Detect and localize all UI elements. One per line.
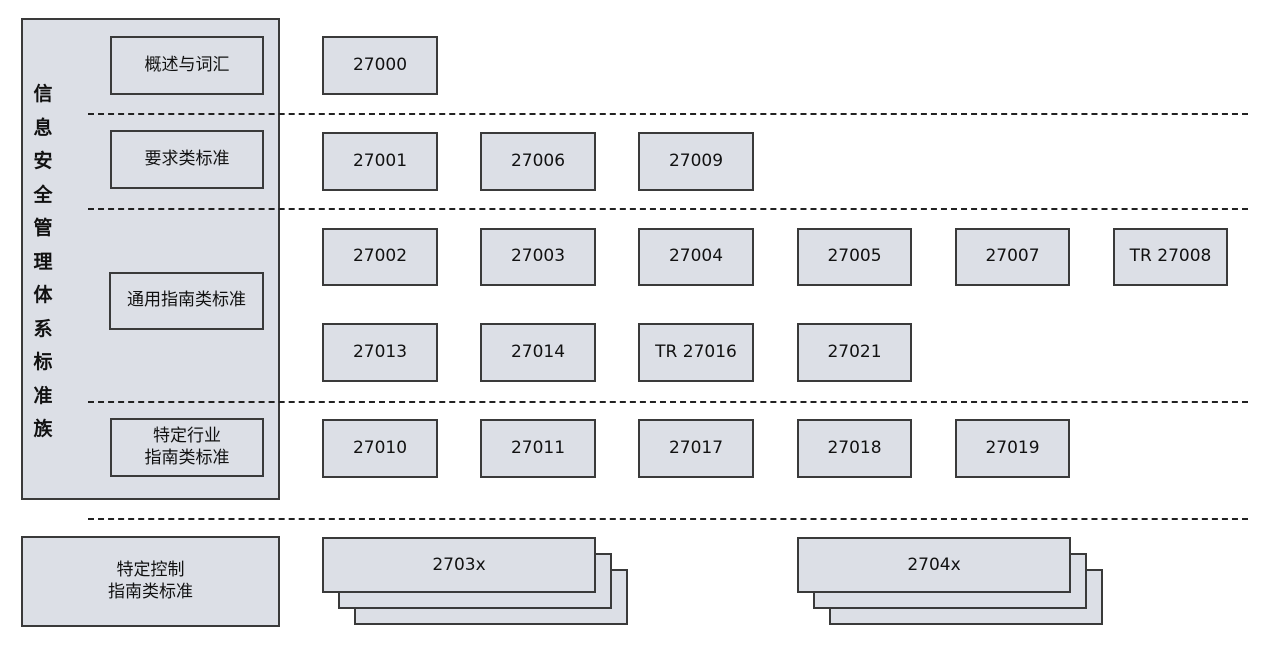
standard-label: 27007 [985,246,1040,267]
category-sector: 特定行业 指南类标准 [110,418,264,477]
family-title-char: 安 [33,150,53,172]
family-title-char: 全 [33,183,53,206]
standard-label: 27009 [668,150,724,171]
standard-label: 27019 [985,437,1040,458]
standard-label: 27018 [827,437,882,458]
category-overview: 概述与词汇 [110,36,264,95]
standard-box: 2703x [322,537,596,593]
category-requirements-label: 要求类标准 [144,148,230,169]
category-control-line1: 特定控制 [116,560,185,581]
standard-box: TR 27016 [638,323,754,382]
category-sector-line1: 特定行业 [153,426,221,447]
family-title-char: 系 [33,317,53,340]
family-title-char: 管 [33,217,53,239]
standard-stack: 2704x [797,537,1103,627]
standard-label: 27011 [510,437,566,458]
separator-line [88,113,1248,115]
category-general: 通用指南类标准 [109,272,264,330]
separator-line [88,401,1248,403]
standard-box: 27002 [322,228,438,286]
separator-line [88,518,1248,520]
family-title-char: 标 [33,351,53,373]
standard-box: 27013 [322,323,438,382]
standard-label: 27014 [510,341,566,362]
standard-label: 2704x [907,555,961,575]
standard-box: 27010 [322,419,438,478]
standard-box: 27005 [797,228,912,286]
standard-box: 27003 [480,228,596,286]
standard-label: 27017 [668,437,724,458]
standard-label: 27010 [352,437,408,458]
standard-box: 27011 [480,419,596,478]
category-control-line2: 指南类标准 [108,581,193,602]
category-general-label: 通用指南类标准 [127,290,246,311]
family-title-char: 理 [33,250,53,273]
standard-label: 27013 [352,341,408,362]
family-title-char: 息 [33,116,53,139]
standard-label: TR 27008 [1129,246,1212,267]
category-control: 特定控制 指南类标准 [21,536,280,627]
standard-label: 27001 [352,150,408,171]
standard-box: 27017 [638,419,754,478]
standard-box: 27018 [797,419,912,478]
family-title-char: 准 [33,384,53,407]
family-title-char: 族 [33,418,53,440]
standard-box: 27014 [480,323,596,382]
standard-box: 27009 [638,132,754,191]
standard-label: 27006 [510,150,566,171]
standard-label: 27003 [510,246,566,267]
category-overview-label: 概述与词汇 [144,54,230,75]
standard-label: 27000 [352,54,408,75]
family-title-char: 信 [33,83,53,105]
standard-stack: 2703x [322,537,628,627]
standard-box: 27019 [955,419,1070,478]
standard-box: 27021 [797,323,912,382]
standard-label: 27021 [827,341,882,362]
standard-box: 2704x [797,537,1071,593]
standard-box: TR 27008 [1113,228,1228,286]
category-sector-line2: 指南类标准 [144,447,230,468]
standard-box: 27000 [322,36,438,95]
standard-label: 27002 [352,246,408,267]
standard-label: 27004 [668,246,724,267]
standard-label: 27005 [827,246,882,267]
standard-box: 27001 [322,132,438,191]
family-title-char: 体 [33,284,53,306]
category-requirements: 要求类标准 [110,130,264,189]
standard-box: 27006 [480,132,596,191]
separator-line [88,208,1248,210]
family-title: 信 息 安 全 管 理 体 系 标 准 族 [24,78,62,447]
standard-box: 27007 [955,228,1070,286]
standard-label: 2703x [432,555,486,575]
standard-box: 27004 [638,228,754,286]
standard-label: TR 27016 [655,341,737,362]
